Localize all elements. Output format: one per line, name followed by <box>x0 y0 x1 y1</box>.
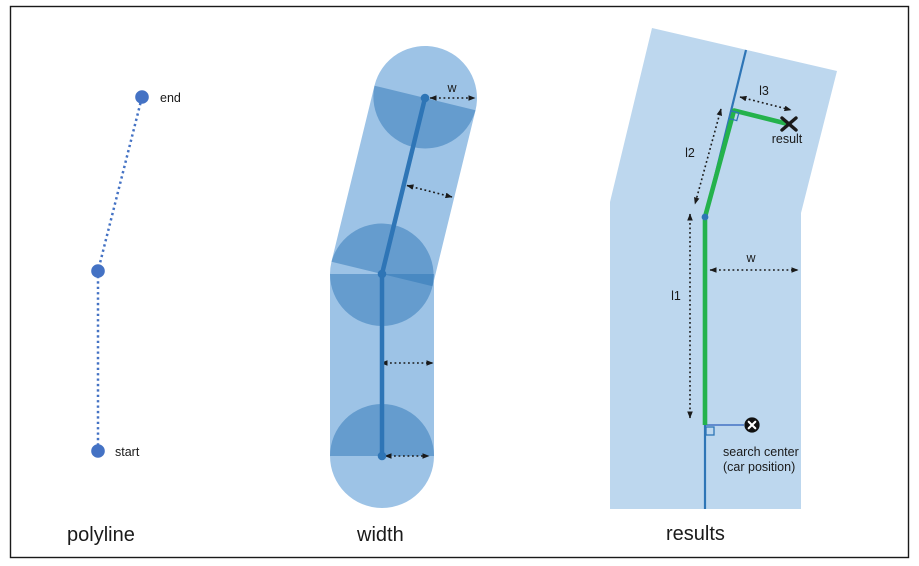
result-path <box>702 108 789 425</box>
center-mid-dot <box>377 269 387 279</box>
l3-label: l3 <box>759 84 769 98</box>
polyline-mid-dot <box>91 264 105 278</box>
w-label: w <box>446 81 457 95</box>
search-center-label-line2: (car position) <box>723 460 795 474</box>
right-angle-marker-top <box>728 109 740 122</box>
panel-label-width: width <box>356 524 404 546</box>
search-center-icon <box>744 417 760 433</box>
road-bend-dot <box>701 213 709 221</box>
search-center-label-line1: search center <box>723 445 799 459</box>
polyline-panel: end start polyline <box>67 90 181 546</box>
width-arrow-upper-segment <box>406 184 453 199</box>
end-label: end <box>160 91 181 105</box>
w-label-results: w <box>745 251 756 265</box>
result-label: result <box>772 132 803 146</box>
l2-arrow <box>694 108 722 205</box>
center-end-dot <box>420 93 430 103</box>
search-center-x <box>747 420 757 430</box>
panel-label-results: results <box>666 523 725 545</box>
center-start-dot <box>377 451 387 461</box>
end-vertex-half-disk <box>373 85 476 149</box>
l2-label: l2 <box>685 146 695 160</box>
mid-vertex-upper-half-disk <box>331 223 434 287</box>
result-x-icon <box>780 116 798 132</box>
results-panel: l1 l2 l3 w result search center (car pos… <box>610 28 837 545</box>
width-panel: w width <box>330 46 477 546</box>
panel-label-polyline: polyline <box>67 524 135 546</box>
start-label: start <box>115 445 140 459</box>
polyline-end-dot <box>135 90 149 104</box>
polyline-start-dot <box>91 444 105 458</box>
right-angle-marker-bottom <box>705 426 715 436</box>
l1-label: l1 <box>671 289 681 303</box>
